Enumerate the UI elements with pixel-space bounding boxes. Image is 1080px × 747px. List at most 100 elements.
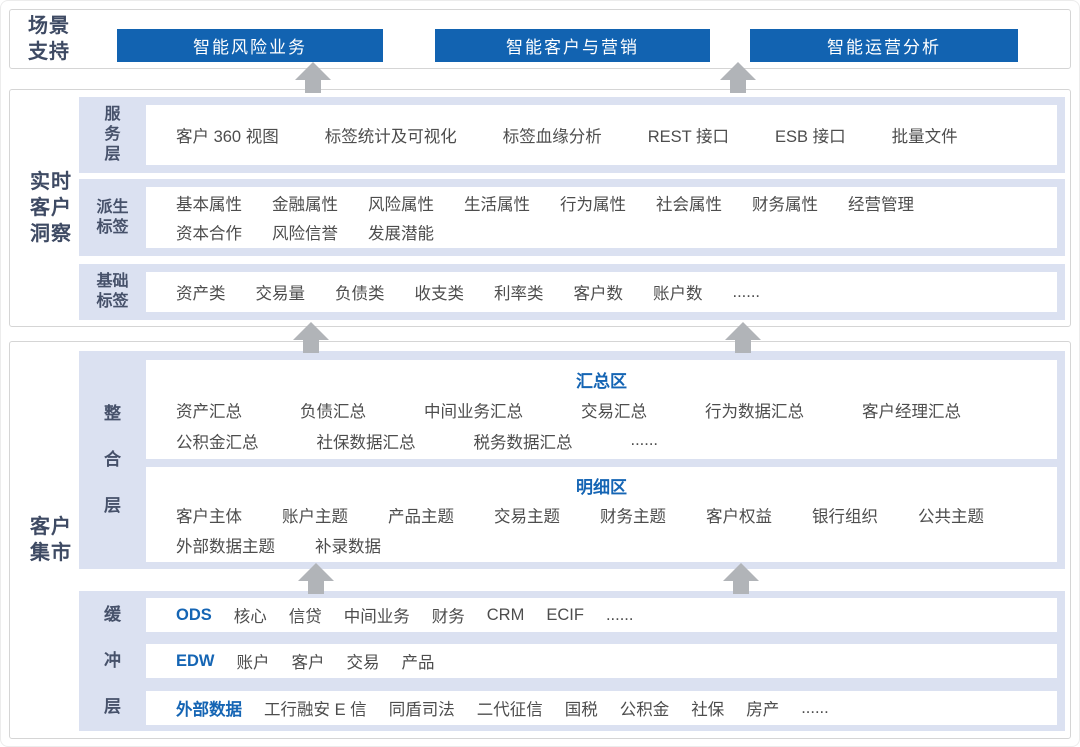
- basic-tags-line: 资产类 交易量 负债类 收支类 利率类 客户数 账户数......: [146, 280, 1057, 304]
- basic-tag-item: 收支类: [414, 285, 465, 303]
- derived-tag-item: 风险信誉: [272, 224, 338, 243]
- block-label-buffer-layer: 缓 冲 层: [104, 605, 121, 716]
- service-item: 标签统计及可视化: [324, 128, 457, 146]
- derived-tag-item: 行为属性: [560, 196, 626, 215]
- basic-tag-item: 交易量: [255, 285, 306, 303]
- derived-tags-items-box: 基本属性金融属性风险属性生活属性行为属性社会属性财务属性经营管理 资本合作风险信…: [146, 187, 1057, 248]
- up-arrow-icon: [293, 322, 329, 353]
- section-label-customer-mart: 客户 集市: [30, 516, 72, 564]
- ods-item: CRM: [486, 605, 525, 624]
- row-label-service-layer: 服 务 层: [104, 106, 121, 163]
- up-arrow-icon: [298, 563, 334, 594]
- summary-item: 客户经理汇总: [862, 403, 961, 421]
- external-data-item: 社保: [691, 701, 725, 719]
- up-arrow-icon: [720, 62, 756, 93]
- detail-item: 财务主题: [600, 508, 666, 526]
- derived-tag-item: 金融属性: [272, 196, 338, 215]
- detail-item: 补录数据: [315, 537, 381, 556]
- summary-item: 资产汇总: [176, 403, 242, 421]
- derived-tag-item: 基本属性: [176, 196, 242, 215]
- ods-item: 财务: [431, 608, 465, 626]
- derived-tag-item: 风险属性: [368, 196, 434, 215]
- up-arrow-icon: [725, 322, 761, 353]
- detail-item: 产品主题: [388, 508, 454, 526]
- edw-item: 产品: [401, 654, 435, 672]
- basic-tag-item: 账户数: [653, 285, 703, 303]
- edw-item: 交易: [346, 654, 380, 672]
- basic-tag-item: 负债类: [335, 285, 385, 303]
- section-label-scenario-support: 场景 支持: [28, 15, 70, 63]
- basic-tag-item: 资产类: [176, 285, 226, 303]
- derived-tag-item: 发展潜能: [368, 224, 434, 243]
- external-data-items-line: 工行融安 E 信同盾司法二代征信国税公积金社保房产......: [264, 696, 829, 720]
- external-data-item: 工行融安 E 信: [264, 701, 367, 719]
- summary-item: ......: [630, 431, 659, 449]
- summary-item: 中间业务汇总: [424, 403, 523, 421]
- edw-item: 客户: [291, 654, 325, 672]
- external-data-item: 国税: [564, 701, 598, 719]
- customer-mart-section: 客户 集市 整 合 层 汇总区 资产汇总负债汇总中间业务汇总交易汇总行为数据汇总…: [9, 341, 1071, 739]
- basic-tag-item: 利率类: [494, 285, 544, 303]
- detail-item: 外部数据主题: [176, 537, 275, 556]
- ods-label: ODS: [176, 605, 212, 624]
- derived-tags-line-2: 资本合作 风险信誉 发展潜能: [146, 220, 1057, 244]
- edw-row: EDW 账户 客户 交易 产品: [146, 644, 1057, 678]
- block-label-integration-layer: 整 合 层: [104, 404, 121, 515]
- edw-items-line: 账户 客户 交易 产品: [237, 649, 435, 673]
- detail-item: 交易主题: [494, 508, 560, 526]
- external-data-label: 外部数据: [176, 701, 242, 719]
- edw-label: EDW: [176, 651, 215, 670]
- derived-tag-item: 经营管理: [848, 196, 914, 215]
- detail-zone-title: 明细区: [576, 477, 627, 497]
- detail-zone-line-1: 客户主体账户主题产品主题交易主题财务主题客户权益银行组织公共主题: [146, 503, 1057, 527]
- service-item: 客户 360 视图: [176, 128, 279, 146]
- external-data-row: 外部数据 工行融安 E 信同盾司法二代征信国税公积金社保房产......: [146, 691, 1057, 725]
- integration-layer-block: 整 合 层 汇总区 资产汇总负债汇总中间业务汇总交易汇总行为数据汇总客户经理汇总…: [79, 351, 1065, 569]
- external-data-item: 房产: [746, 701, 780, 719]
- service-item: REST 接口: [647, 128, 729, 146]
- summary-zone: 汇总区 资产汇总负债汇总中间业务汇总交易汇总行为数据汇总客户经理汇总 公积金汇总…: [146, 360, 1057, 459]
- derived-tag-item: 资本合作: [176, 224, 242, 243]
- service-item: 标签血缘分析: [502, 128, 602, 146]
- service-item: ESB 接口: [775, 128, 846, 146]
- summary-item: 公积金汇总: [176, 433, 259, 452]
- detail-item: 公共主题: [918, 508, 984, 526]
- service-layer-row: 服 务 层 客户 360 视图 标签统计及可视化 标签血缘分析 REST 接口 ESB …: [79, 97, 1065, 173]
- derived-tags-row: 派生 标签 基本属性金融属性风险属性生活属性行为属性社会属性财务属性经营管理 资…: [79, 179, 1065, 256]
- summary-item: 税务数据汇总: [473, 433, 573, 452]
- external-data-item: 二代征信: [476, 701, 543, 719]
- ods-item: 中间业务: [343, 608, 410, 626]
- button-smart-operation-analysis[interactable]: 智能运营分析: [750, 29, 1018, 62]
- external-data-item: ......: [801, 698, 829, 717]
- button-smart-customer-marketing[interactable]: 智能客户与营销: [435, 29, 710, 62]
- row-label-derived-tags: 派生 标签: [96, 198, 129, 236]
- derived-tag-item: 生活属性: [464, 196, 530, 215]
- derived-tag-item: 财务属性: [752, 196, 818, 215]
- detail-zone-line-2: 外部数据主题 补录数据: [146, 533, 1057, 557]
- derived-tags-line-1: 基本属性金融属性风险属性生活属性行为属性社会属性财务属性经营管理: [146, 191, 1057, 215]
- ods-item: 信贷: [288, 608, 322, 626]
- basic-tag-item: 客户数: [573, 285, 624, 303]
- external-data-item: 公积金: [619, 701, 670, 719]
- summary-item: 交易汇总: [581, 403, 647, 421]
- summary-zone-line-2: 公积金汇总社保数据汇总税务数据汇总......: [146, 429, 1057, 453]
- realtime-customer-insight-section: 实时 客户 洞察 服 务 层 客户 360 视图 标签统计及可视化 标签血缘分析 RE…: [9, 89, 1071, 327]
- button-smart-risk-business[interactable]: 智能风险业务: [117, 29, 383, 62]
- detail-item: 账户主题: [282, 508, 348, 526]
- summary-item: 负债汇总: [300, 403, 366, 421]
- section-label-realtime-insight: 实时 客户 洞察: [30, 171, 72, 245]
- ods-item: ......: [605, 605, 634, 624]
- edw-item: 账户: [236, 654, 270, 672]
- up-arrow-icon: [295, 62, 331, 93]
- basic-tag-item: ......: [732, 282, 761, 301]
- scenario-support-section: 场景 支持 智能风险业务 智能客户与营销 智能运营分析: [9, 9, 1071, 69]
- summary-zone-title: 汇总区: [576, 371, 627, 391]
- basic-tags-row: 基础 标签 资产类交易量负债类收支类利率类客户数账户数......: [79, 264, 1065, 320]
- detail-item: 银行组织: [812, 508, 878, 526]
- detail-item: 客户主体: [176, 508, 242, 526]
- service-item: 批量文件: [891, 128, 958, 146]
